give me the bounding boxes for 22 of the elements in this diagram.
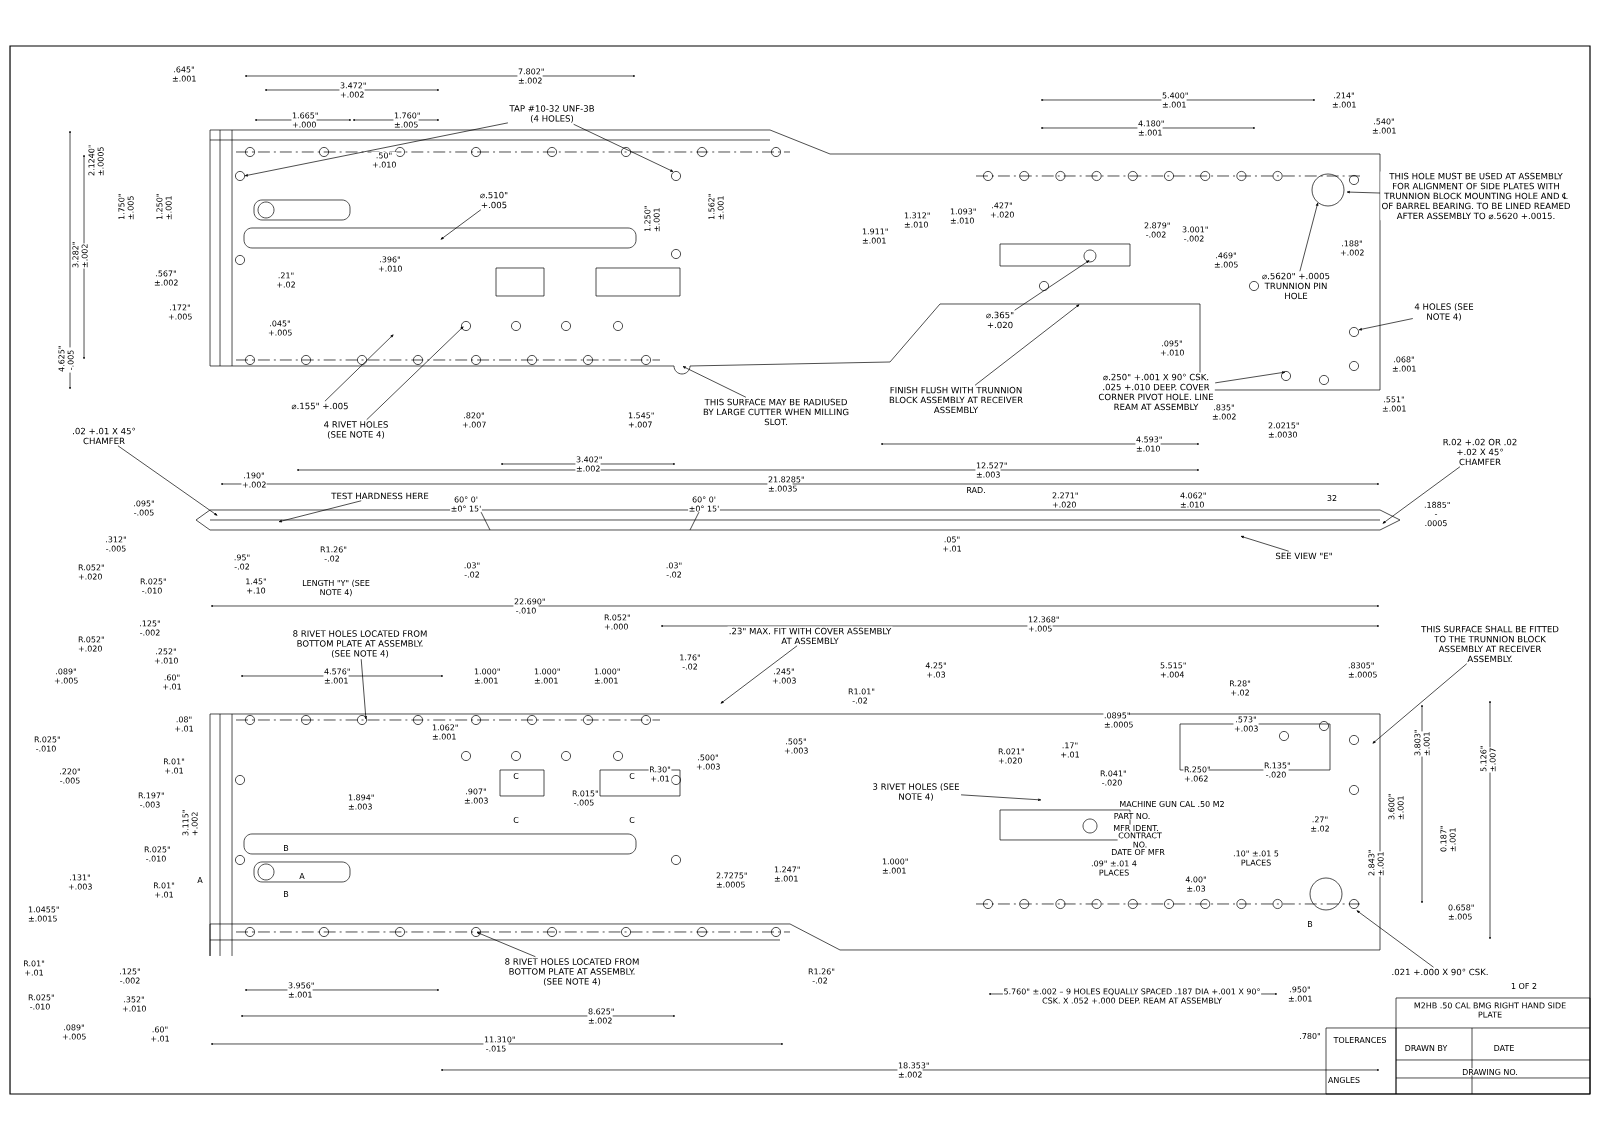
leader-line xyxy=(440,209,482,240)
leader-line xyxy=(117,445,218,516)
leader-line xyxy=(1240,535,1290,552)
leader-line xyxy=(1382,466,1461,524)
leader-line xyxy=(1014,260,1090,311)
leader-line xyxy=(324,334,394,402)
leader-line xyxy=(1346,190,1381,194)
leader-line xyxy=(1358,318,1414,331)
leader-line xyxy=(1214,371,1286,384)
leader-line xyxy=(1372,663,1468,744)
leader-line xyxy=(360,658,367,720)
leader-line xyxy=(1299,202,1319,272)
leader-line xyxy=(366,326,464,421)
leader-line xyxy=(573,123,674,172)
leader-line xyxy=(278,500,362,523)
leader-line xyxy=(720,645,798,704)
leader-line xyxy=(476,932,536,958)
leader-line xyxy=(682,366,747,398)
leader-line xyxy=(1356,910,1434,968)
leader-line xyxy=(974,304,1080,386)
leader-line xyxy=(244,122,509,177)
leader-line xyxy=(960,794,1042,801)
